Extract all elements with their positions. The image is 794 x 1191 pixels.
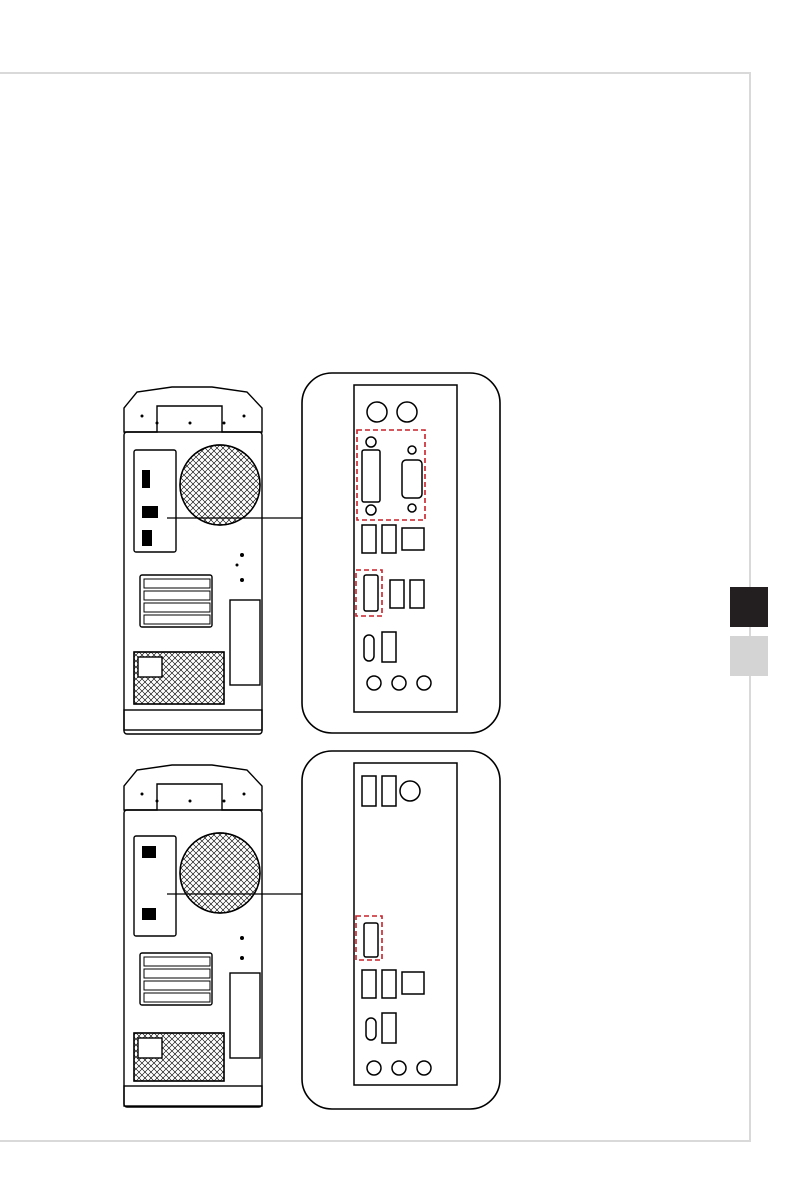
section-tab-inactive[interactable] [730, 636, 768, 676]
pc-tower-rear [124, 387, 262, 734]
section-tab-active[interactable] [730, 587, 768, 627]
rear-view-figure-1 [112, 370, 502, 740]
rear-view-figure-2 [112, 748, 502, 1113]
pc-tower-rear-2 [124, 765, 262, 1107]
rear-view-illustration-1 [112, 370, 502, 740]
rear-view-illustration-2 [112, 748, 502, 1113]
